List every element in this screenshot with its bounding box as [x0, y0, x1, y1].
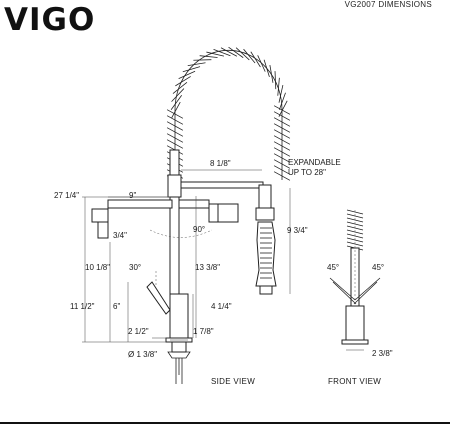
bottom-rule — [0, 422, 450, 424]
spring-coil-loop — [273, 111, 291, 121]
side-spout-nozzle — [97, 221, 109, 239]
spring-coil-loop — [170, 94, 183, 110]
side-right-arm — [178, 199, 210, 209]
spring-coil-loop — [273, 147, 291, 157]
spring-coil-loop — [278, 100, 288, 117]
dim-expandable: EXPANDABLE — [288, 158, 341, 167]
spring-coil-loop — [273, 153, 291, 163]
spring-coil-loop — [182, 66, 201, 73]
spring-coil-loop — [273, 171, 291, 181]
spring-coil-loop — [228, 46, 244, 58]
vigo-logo: VIGO — [4, 2, 96, 38]
spring-coil-loop — [175, 76, 191, 87]
spring-coil-loop — [269, 64, 274, 83]
spring-coil-loop — [278, 92, 286, 110]
spring-coil-loop — [250, 51, 261, 68]
side-sprayer-grip — [255, 221, 277, 287]
side-right-bracket — [217, 203, 239, 223]
spring-coil-loop — [273, 159, 291, 169]
side-sprayer-collar — [255, 207, 275, 221]
side-spout-tip — [91, 208, 109, 223]
spring-coil-loop — [273, 117, 291, 127]
front-base-body — [345, 305, 365, 341]
side-mount-nut — [171, 341, 187, 353]
dim-hole-diameter: Ø 1 3/8" — [128, 350, 158, 359]
spring-coil-loop — [220, 47, 238, 57]
side-sprayer-arm — [180, 181, 264, 189]
spring-coil-loop — [166, 121, 184, 131]
spring-coil-loop — [213, 49, 231, 57]
dim-total-height: 27 1/4" — [54, 191, 80, 200]
side-column — [169, 149, 180, 296]
dim-rotation: 90° — [193, 225, 206, 234]
spring-coil-loop — [235, 47, 250, 61]
spring-coil-loop — [166, 139, 184, 149]
spring-coil-loop — [166, 115, 184, 125]
spring-coil-loop — [166, 133, 184, 143]
side-column-collar — [167, 174, 182, 198]
front-right-handle-2 — [353, 281, 378, 305]
spring-coil-loop — [273, 129, 291, 139]
spring-coil-loop — [263, 59, 270, 78]
side-handle — [146, 281, 171, 315]
spring-coil-loop — [166, 109, 184, 119]
dim-front-base-width: 2 3/8" — [372, 349, 393, 358]
dim-spout-height: 10 1/8" — [85, 263, 111, 272]
spring-coil-loop — [278, 85, 284, 103]
spring-coil-loop — [193, 59, 212, 61]
spring-coil-loop — [187, 62, 206, 67]
side-mount-washer — [167, 351, 191, 359]
dim-spout-reach: 9" — [129, 191, 137, 200]
rotation-arc — [149, 229, 213, 238]
front-left-handle-2 — [332, 281, 357, 305]
front-view-label: FRONT VIEW — [328, 377, 382, 386]
dim-base-width: 1 7/8" — [193, 327, 214, 336]
dim-handle-angle: 30° — [129, 263, 142, 272]
spring-coil-loop — [257, 55, 266, 72]
dim-handle-height: 6" — [113, 302, 121, 311]
dim-expandable-to: UP TO 28" — [288, 168, 326, 177]
dim-spray-reach: 8 1/8" — [210, 159, 231, 168]
spring-coil-loop — [172, 81, 188, 94]
spring-coil-loop — [273, 165, 291, 175]
dim-handle-length: 2 1/2" — [128, 327, 149, 336]
dim-front-right-angle: 45° — [372, 263, 385, 272]
spring-coil-loop — [199, 55, 218, 58]
front-left-handle — [329, 277, 356, 301]
spring-coil-loop — [273, 135, 291, 145]
dim-base-section: 4 1/4" — [211, 302, 232, 311]
dim-spout-offset: 3/4" — [113, 231, 127, 240]
hose-path — [174, 49, 283, 180]
spring-coil-loop — [273, 105, 291, 115]
front-right-handle — [354, 277, 381, 301]
spring-coil-loop — [166, 127, 184, 137]
front-base-flange — [341, 339, 369, 345]
document-title: VG2007 DIMENSIONS — [344, 0, 432, 9]
side-sprayer-nozzle — [259, 285, 273, 295]
spring-coil-loop — [171, 88, 185, 102]
spring-coil-loop — [273, 123, 291, 133]
spring-coil-loop — [273, 141, 291, 151]
dim-front-left-angle: 45° — [327, 263, 340, 272]
dim-spray-height: 9 3/4" — [287, 226, 308, 235]
spring-coil-loop — [206, 51, 225, 57]
sprayer-grip-ridges — [260, 227, 272, 279]
spring-coil-loop — [277, 77, 280, 96]
spring-coil-loop — [243, 48, 256, 64]
spring-coil-loop — [178, 70, 196, 79]
spring-coil-loop — [274, 71, 277, 90]
side-spout-arm — [107, 199, 173, 209]
dim-base-height: 11 1/2" — [70, 302, 95, 311]
spring-coil-loop — [171, 101, 181, 119]
dim-column-height: 13 3/8" — [195, 263, 221, 272]
side-view-label: SIDE VIEW — [211, 377, 256, 386]
side-base-body — [169, 293, 189, 339]
